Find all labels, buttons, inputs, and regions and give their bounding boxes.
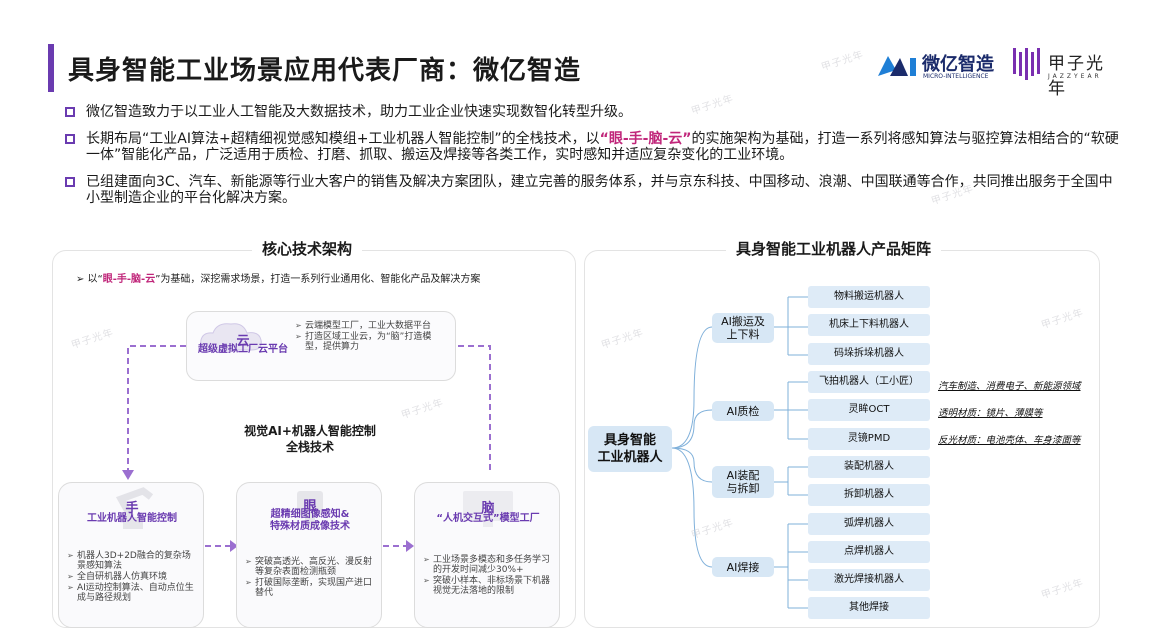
- product-leaf: 装配机器人: [808, 456, 930, 478]
- hand-feature-item: AI运动控制算法、自动点位生成与路径规划: [67, 583, 199, 603]
- hand-subtitle: 工业机器人智能控制: [87, 513, 177, 524]
- product-leaf: 弧焊机器人: [808, 513, 930, 535]
- subnote-pre: ➢ 以“: [76, 274, 103, 285]
- product-leaf: 灵镜PMD: [808, 428, 930, 450]
- category-line: AI质检: [726, 404, 760, 418]
- brain-subtitle: “人机交互式”模型工厂: [436, 513, 540, 524]
- wzz-logo-name: 微亿智造: [922, 54, 994, 75]
- product-tree-connectors: [671, 296, 808, 609]
- product-leaf: 机床上下料机器人: [808, 314, 930, 336]
- bullet-item: 微亿智造致力于以工业人工智能及大数据技术，助力工业企业快速实现数智化转型升级。: [64, 104, 1124, 120]
- subnote-accent: 眼-手-脑-云: [102, 274, 156, 285]
- eye-feature-item: 打破国际垄断，实现国产进口替代: [245, 578, 377, 598]
- bullet-square-icon: [65, 134, 75, 144]
- brain-pillar-box: 脑 “人机交互式”模型工厂 工业场景多模态和多任务学习的开发时间减少30%+ 突…: [414, 482, 560, 628]
- product-note: 反光材质：电池壳体、车身漆面等: [938, 435, 1081, 446]
- bullet-text: 微亿智造致力于以工业人工智能及大数据技术，助力工业企业快速实现数智化转型升级。: [86, 104, 632, 120]
- category-box: AI质检: [712, 401, 774, 421]
- product-leaf: 物料搬运机器人: [808, 286, 930, 308]
- title-accent-bar: [48, 44, 54, 92]
- category-box: AI搬运及 上下料: [712, 313, 774, 343]
- product-note: 汽车制造、消费电子、新能源领域: [938, 381, 1081, 392]
- robot-arm-icon: [115, 487, 154, 529]
- brain-feature-list: 工业场景多模态和多任务学习的开发时间减少30%+ 突破小样本、非标场景下机器视觉…: [423, 555, 555, 597]
- cloud-platform-box: 云 超级虚拟工厂云平台 云端模型工厂，工业大数据平台 打造区域工业云，为“脑”打…: [186, 311, 456, 381]
- bullet-text-accent: “眼-手-脑-云”: [599, 131, 692, 147]
- category-box: AI装配 与拆卸: [712, 466, 774, 498]
- micro-intelligence-logo: 微亿智造 MICRO-INTELLIGENCE: [876, 48, 994, 82]
- hand-feature-item: 全自研机器人仿真环境: [67, 572, 199, 582]
- product-matrix-title: 具身智能工业机器人产品矩阵: [726, 238, 942, 259]
- product-note: 透明材质：镜片、薄膜等: [938, 408, 1043, 419]
- micro-intelligence-mark-icon: [878, 56, 916, 76]
- jazzyear-logo-sub: JAZZYEAR: [1048, 73, 1102, 80]
- eye-pillar-box: 眼 超精细图像感知& 特殊材质成像技术 突破高透光、高反光、漫反射等复杂表面检测…: [236, 482, 382, 628]
- jazzyear-bars-icon: [1013, 48, 1040, 80]
- bullet-text-post: 的实施架构为基础，打造一系列将感知算法与驱控算法相结合的“软硬一体”智能化产品，…: [86, 131, 1119, 163]
- root-line: 工业机器人: [597, 450, 663, 465]
- product-leaf: 激光焊接机器人: [808, 569, 930, 591]
- wzz-logo-sub: MICRO-INTELLIGENCE: [923, 73, 989, 80]
- hand-feature-item: 机器人3D+2D融合的复杂场景感知算法: [67, 551, 199, 571]
- cloud-feature-item: 云端模型工厂，工业大数据平台: [295, 321, 447, 331]
- core-tech-title: 核心技术架构: [252, 238, 363, 259]
- bullet-square-icon: [65, 107, 75, 117]
- camera-icon: [297, 491, 323, 527]
- brain-label: 脑: [481, 501, 495, 516]
- monitor-icon: [463, 491, 513, 527]
- category-line: 与拆卸: [726, 482, 760, 495]
- full-stack-line: 全栈技术: [285, 440, 334, 454]
- product-leaf: 灵眸OCT: [808, 399, 930, 421]
- eye-subtitle-line: 特殊材质成像技术: [270, 521, 350, 532]
- eye-feature-item: 突破高透光、高反光、漫反射等复杂表面检测瓶颈: [245, 557, 377, 577]
- category-box: AI焊接: [712, 557, 774, 577]
- product-leaf: 码垛拆垛机器人: [808, 343, 930, 365]
- cloud-feature-item: 打造区域工业云，为“脑”打造模型，提供算力: [295, 332, 447, 352]
- intro-bullets: 微亿智造致力于以工业人工智能及大数据技术，助力工业企业快速实现数智化转型升级。 …: [64, 104, 1124, 217]
- full-stack-line: 视觉AI+机器人智能控制: [244, 424, 376, 438]
- page-title: 具身智能工业场景应用代表厂商：微亿智造: [68, 56, 582, 86]
- hand-pillar-box: 手 工业机器人智能控制 机器人3D+2D融合的复杂场景感知算法 全自研机器人仿真…: [58, 482, 204, 628]
- product-leaf: 飞拍机器人（工小匠）: [808, 371, 930, 393]
- product-leaf: 其他焊接: [808, 597, 930, 619]
- core-tech-subnote: ➢ 以“眼-手-脑-云”为基础，深挖需求场景，打造一系列行业通用化、智能化产品及…: [76, 270, 480, 285]
- category-line: AI焊接: [726, 560, 760, 574]
- eye-label: 眼: [303, 499, 317, 514]
- bullet-square-icon: [65, 177, 75, 187]
- full-stack-caption: 视觉AI+机器人智能控制 全栈技术: [230, 423, 390, 455]
- cloud-icon: [200, 323, 262, 351]
- brain-feature-item: 工业场景多模态和多任务学习的开发时间减少30%+: [423, 555, 555, 575]
- cloud-label: 云: [236, 334, 250, 349]
- bullet-item: 长期布局“工业AI算法+超精细视觉感知模组+工业机器人智能控制”的全栈技术，以“…: [64, 131, 1124, 163]
- watermark: 甲子光年: [819, 49, 866, 74]
- hand-feature-list: 机器人3D+2D融合的复杂场景感知算法 全自研机器人仿真环境 AI运动控制算法、…: [67, 551, 199, 604]
- product-matrix-root: 具身智能 工业机器人: [588, 426, 672, 472]
- brain-feature-item: 突破小样本、非标场景下机器视觉无法落地的限制: [423, 576, 555, 596]
- eye-subtitle-line: 超精细图像感知&: [270, 509, 350, 520]
- category-line: AI搬运及: [721, 315, 765, 328]
- bullet-text: 已组建面向3C、汽车、新能源等行业大客户的销售及解决方案团队，建立完善的服务体系…: [86, 174, 1113, 206]
- cloud-to-hand-connector: [127, 345, 186, 472]
- bullet-text-pre: 长期布局“工业AI算法+超精细视觉感知模组+工业机器人智能控制”的全栈技术，以: [86, 131, 600, 147]
- root-line: 具身智能: [603, 433, 656, 448]
- product-leaf: 拆卸机器人: [808, 484, 930, 506]
- jazzyear-logo-name: 甲子光年: [1048, 54, 1105, 99]
- subnote-post: ”为基础，深挖需求场景，打造一系列行业通用化、智能化产品及解决方案: [155, 274, 481, 285]
- category-line: 上下料: [726, 328, 760, 341]
- cloud-subtitle: 超级虚拟工厂云平台: [198, 344, 288, 355]
- product-leaf: 点焊机器人: [808, 541, 930, 563]
- cloud-feature-list: 云端模型工厂，工业大数据平台 打造区域工业云，为“脑”打造模型，提供算力: [295, 321, 447, 353]
- category-line: AI装配: [726, 469, 760, 482]
- eye-feature-list: 突破高透光、高反光、漫反射等复杂表面检测瓶颈 打破国际垄断，实现国产进口替代: [245, 557, 377, 599]
- hand-label: 手: [125, 501, 139, 516]
- brain-to-cloud-connector: [456, 345, 491, 470]
- bullet-item: 已组建面向3C、汽车、新能源等行业大客户的销售及解决方案团队，建立完善的服务体系…: [64, 174, 1124, 206]
- jazzyear-logo: 甲子光年 JAZZYEAR: [1012, 44, 1122, 99]
